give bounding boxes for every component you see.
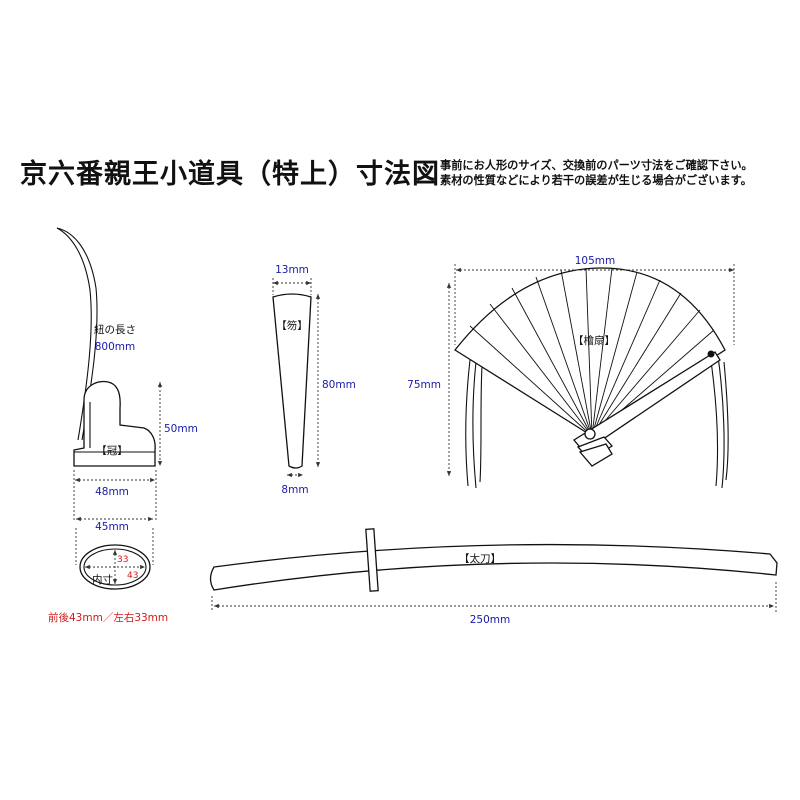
notice-line-2: 素材の性質などにより若干の誤差が生じる場合がございます。 <box>440 174 752 187</box>
fan-width: 105mm <box>575 255 616 267</box>
notice-text: 事前にお人形のサイズ、交換前のパーツ寸法をご確認下さい。 素材の性質などにより若… <box>440 158 753 188</box>
sword-length: 250mm <box>470 614 511 626</box>
crown-height-value: 50mm <box>164 423 198 435</box>
page-title: 京六番親王小道具（特上）寸法図 <box>20 159 440 190</box>
crown-label: 【冠】 <box>96 445 128 457</box>
crown-inner-a: 33 <box>117 555 128 565</box>
crown-inner-oval <box>79 544 151 590</box>
crown-cord-length: 800mm <box>95 341 136 353</box>
crown-width-dimension <box>73 470 157 565</box>
shaku-length: 80mm <box>322 379 356 391</box>
shaku-label: 【笏】 <box>276 319 308 332</box>
crown-cord-label: 紐の長さ <box>94 323 136 336</box>
shaku-top-width: 13mm <box>275 264 309 276</box>
crown-inner-label: 内寸 <box>92 573 113 586</box>
crown-illustration <box>56 227 156 467</box>
shaku-bottom-width: 8mm <box>281 484 308 496</box>
sword-label: 【太刀】 <box>459 552 501 565</box>
crown-inner-b: 43 <box>127 571 138 581</box>
notice-line-1: 事前にお人形のサイズ、交換前のパーツ寸法をご確認下さい。 <box>440 159 753 172</box>
fan-height: 75mm <box>407 379 441 391</box>
crown-inner-note: 前後43mm／左右33mm <box>48 611 168 624</box>
crown-inner-width-value: 45mm <box>95 521 129 533</box>
fan-label: 【檜扇】 <box>573 334 615 347</box>
sword-illustration <box>209 528 778 612</box>
fan-illustration <box>446 264 735 489</box>
shaku-illustration <box>272 278 321 478</box>
crown-width-value: 48mm <box>95 486 129 498</box>
